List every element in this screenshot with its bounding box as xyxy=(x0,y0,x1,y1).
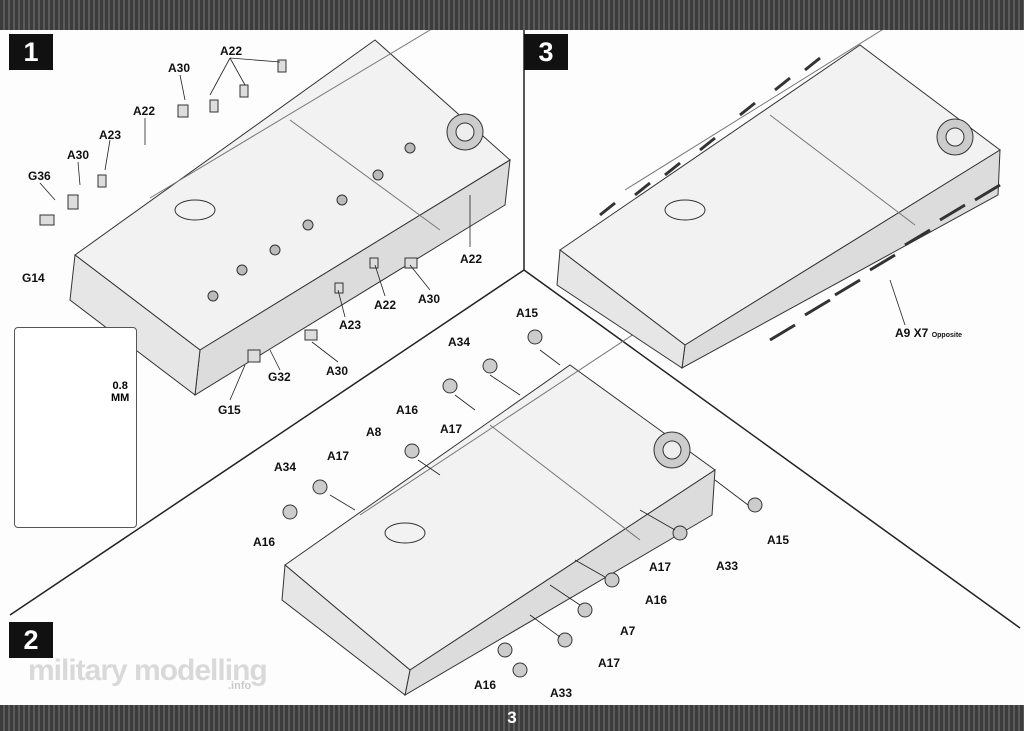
watermark-suffix: .info xyxy=(228,680,252,692)
divider-right-diagonal xyxy=(523,269,1021,629)
part-label: A33 xyxy=(716,559,739,573)
part-label: A16 xyxy=(474,678,497,692)
bottom-decorative-band xyxy=(0,705,1024,731)
step3-note: A9 X7 Opposite xyxy=(895,326,962,340)
part-label: G32 xyxy=(268,370,291,384)
part-label: G15 xyxy=(218,403,241,417)
step-3-badge: 3 xyxy=(524,34,568,70)
part-label: A30 xyxy=(67,148,90,162)
part-label: A34 xyxy=(448,335,471,349)
part-label: A16 xyxy=(253,535,276,549)
part-label: A17 xyxy=(327,449,350,463)
step3-note-qualifier: Opposite xyxy=(931,332,963,339)
part-label: A17 xyxy=(649,560,672,574)
part-label: A15 xyxy=(767,533,790,547)
part-label: A30 xyxy=(418,292,441,306)
step2-hull-drawing xyxy=(281,329,716,696)
divider-left-diagonal xyxy=(9,269,525,616)
part-label: A17 xyxy=(440,422,463,436)
step1-parts xyxy=(39,59,418,363)
part-label: A16 xyxy=(645,593,668,607)
step1-road-wheel-arms xyxy=(207,142,416,302)
step-1-badge: 1 xyxy=(9,34,53,70)
part-label: A33 xyxy=(550,686,573,700)
step2-leader-lines xyxy=(329,349,749,638)
part-label: A30 xyxy=(326,364,349,378)
part-label: A34 xyxy=(274,460,297,474)
step3-suspension-arms xyxy=(599,56,1001,342)
page-number: 3 xyxy=(507,708,517,727)
part-label: A22 xyxy=(220,44,243,58)
part-label: A15 xyxy=(516,306,539,320)
step2-wheels xyxy=(282,329,763,678)
assembly-illustrations xyxy=(9,30,1021,696)
part-label: A7 xyxy=(620,624,636,638)
part-label: A22 xyxy=(374,298,397,312)
part-label: A17 xyxy=(598,656,621,670)
step3-hull-drawing xyxy=(556,30,1001,369)
detail-size-unit: MM xyxy=(111,392,130,404)
part-label: A30 xyxy=(168,61,191,75)
part-label: G36 xyxy=(28,169,51,183)
detail-size-value: 0.8 xyxy=(112,380,128,392)
part-label: A8 xyxy=(366,425,382,439)
part-label: A23 xyxy=(99,128,122,142)
step3-leader-line xyxy=(889,279,906,326)
part-label: A22 xyxy=(460,252,483,266)
step-2-badge: 2 xyxy=(9,622,53,658)
part-label: A22 xyxy=(133,104,156,118)
top-decorative-band xyxy=(0,0,1024,30)
part-label: A23 xyxy=(339,318,362,332)
detail-size-label: 0.8 MM xyxy=(111,380,129,404)
step1-leader-lines xyxy=(39,57,471,401)
step3-note-label: A9 X7 xyxy=(895,326,929,340)
watermark-text: military modelling xyxy=(28,654,268,687)
detail-inset-box xyxy=(14,327,137,528)
part-label: G14 xyxy=(22,271,45,285)
part-label: A16 xyxy=(396,403,419,417)
step1-hull-drawing xyxy=(69,30,511,396)
